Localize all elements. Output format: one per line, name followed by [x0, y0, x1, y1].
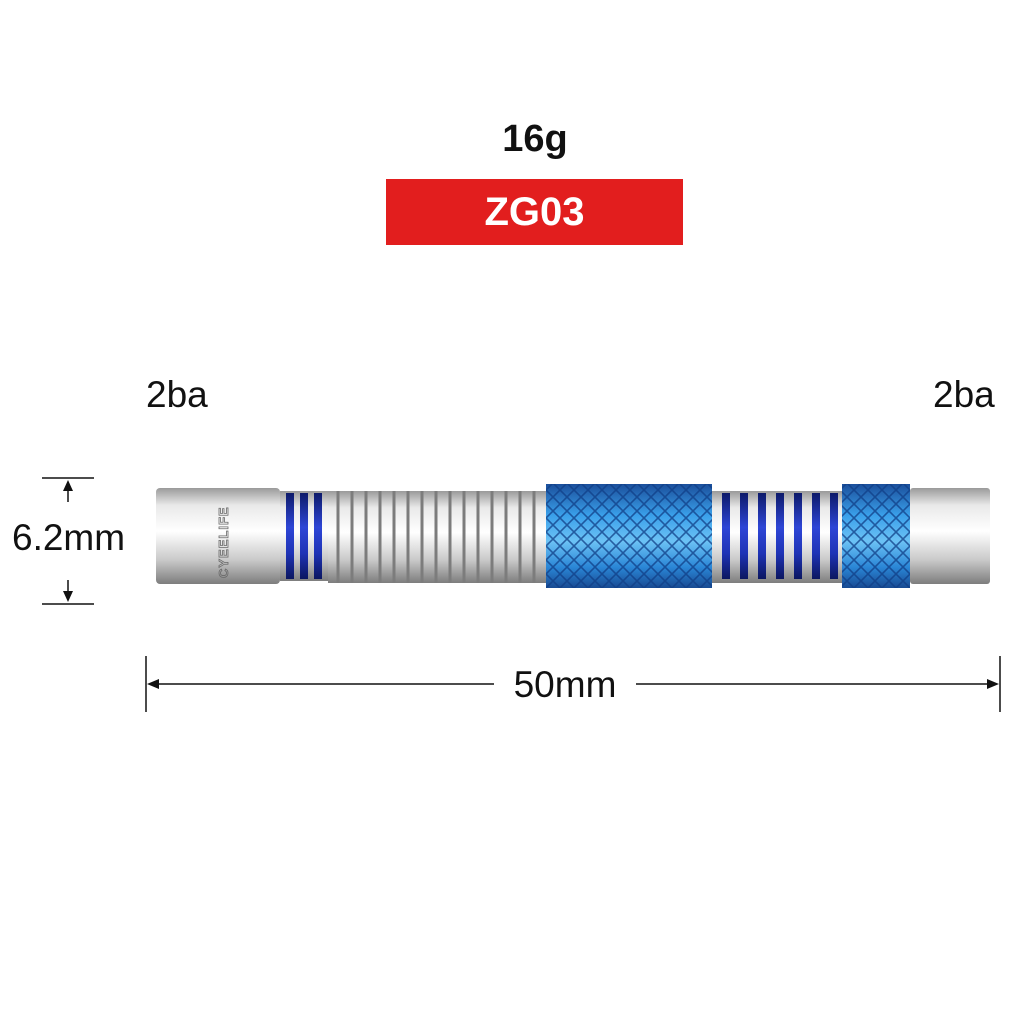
barrel-rear-end: [156, 488, 280, 584]
diameter-dimension: [42, 477, 94, 605]
diameter-label: 6.2mm: [12, 517, 126, 558]
thread-left-label: 2ba: [146, 374, 208, 415]
blue-knurled-grip: [546, 484, 712, 588]
front-knurled-band: [842, 484, 910, 588]
brand-engraving: CYEELIFE: [216, 506, 231, 578]
steel-grooved-section: [328, 491, 546, 583]
rear-blue-rings: [280, 491, 328, 581]
length-label: 50mm: [494, 664, 636, 706]
weight-label: 16g: [502, 118, 568, 160]
barrel-front-end: [910, 488, 990, 584]
model-badge: ZG03: [386, 179, 683, 245]
thread-right-label: 2ba: [933, 374, 995, 415]
front-blue-rings: [712, 491, 842, 583]
model-label: ZG03: [484, 189, 585, 234]
